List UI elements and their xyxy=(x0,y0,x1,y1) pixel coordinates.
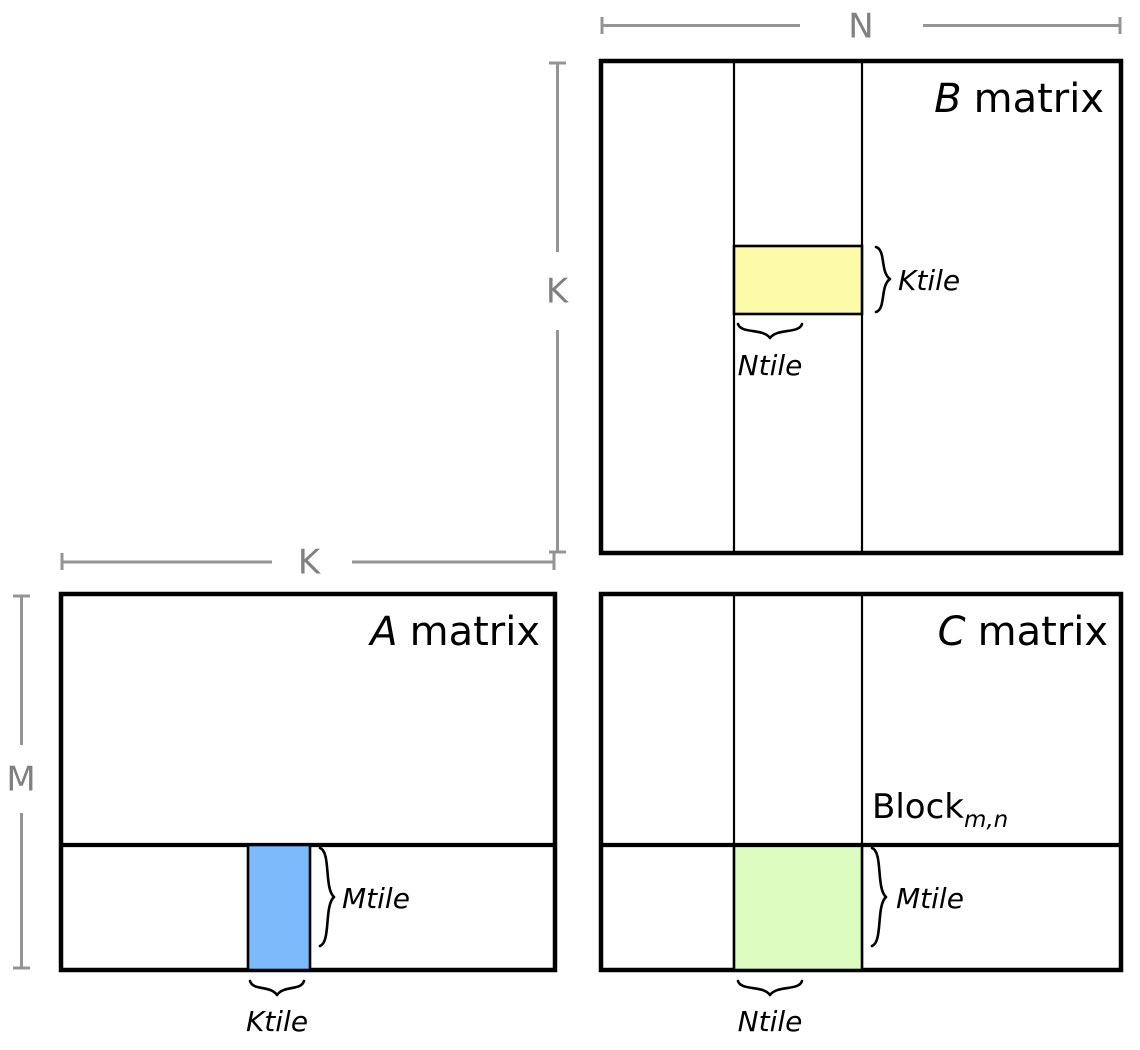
dimension-label-k-horizontal: K xyxy=(298,543,322,583)
c-matrix-block-label-subscript: m,n xyxy=(964,807,1008,833)
dimension-label-n: N xyxy=(848,7,873,47)
a-matrix-title-letter: A xyxy=(367,609,397,655)
a-matrix-mtile-ktile-tile xyxy=(246,843,312,972)
dimension-ruler-k-vertical: K xyxy=(546,61,570,554)
c-matrix-block-label-text: Block xyxy=(872,787,964,827)
a-matrix-ktile-brace xyxy=(248,979,306,997)
b-matrix-ntile-brace xyxy=(736,322,804,340)
a-matrix-mtile-label: Mtile xyxy=(342,882,410,915)
a-matrix-mtile-brace xyxy=(318,846,336,948)
c-matrix-title-letter: C xyxy=(938,609,966,655)
c-matrix-mtile-brace xyxy=(870,846,888,948)
dimension-ruler-n: N xyxy=(600,7,1122,47)
c-matrix-block-label: Blockm,n xyxy=(872,787,1008,833)
b-matrix-ktile-ntile-tile xyxy=(732,244,864,316)
a-matrix-ktile-label: Ktile xyxy=(246,1005,308,1038)
c-matrix-title-word: matrix xyxy=(978,609,1108,655)
b-matrix-ntile-label: Ntile xyxy=(738,349,803,382)
b-matrix-title-word: matrix xyxy=(974,76,1104,122)
c-matrix-ntile-label: Ntile xyxy=(738,1005,803,1038)
b-matrix-ktile-label: Ktile xyxy=(898,264,960,297)
dimension-label-m: M xyxy=(6,760,35,800)
dimension-ruler-k-horizontal: K xyxy=(60,543,556,583)
c-matrix-mtile-ntile-tile xyxy=(732,843,864,972)
c-matrix-ntile-brace xyxy=(736,979,804,997)
a-matrix-title-word: matrix xyxy=(410,609,540,655)
dimension-ruler-m: M xyxy=(6,594,36,970)
b-matrix-title-letter: B xyxy=(934,76,961,122)
b-matrix-ktile-brace xyxy=(874,245,892,314)
c-matrix-mtile-label: Mtile xyxy=(896,882,964,915)
dimension-label-k-vertical: K xyxy=(546,272,570,312)
